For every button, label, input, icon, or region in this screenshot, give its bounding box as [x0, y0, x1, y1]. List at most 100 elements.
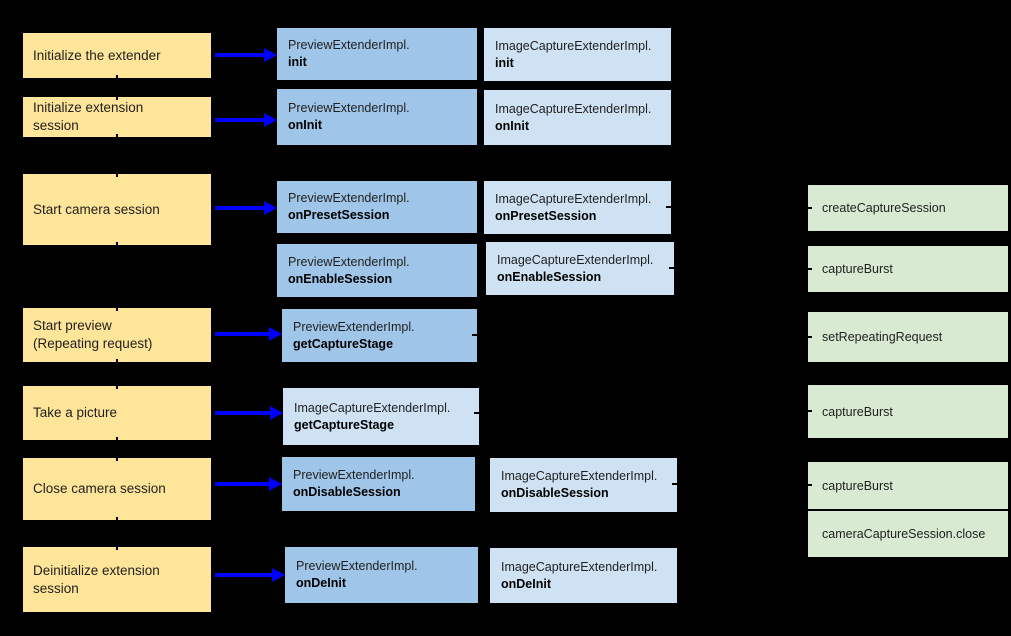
class-label: ImageCaptureExtenderImpl.	[495, 101, 652, 116]
step-initialize-extender: Initialize the extender	[23, 33, 211, 78]
step-start-camera-session: Start camera session	[23, 174, 211, 245]
step-label: session	[33, 118, 79, 133]
box-preview-getcapturestage: PreviewExtenderImpl. getCaptureStage	[282, 309, 477, 362]
connector-stub	[116, 517, 118, 523]
box-imagecapture-ondeinit: ImageCaptureExtenderImpl. onDeInit	[490, 548, 677, 603]
arrowhead-icon	[269, 477, 282, 491]
arrow-right-icon	[215, 568, 285, 582]
arrow-right-icon	[215, 406, 283, 420]
class-label: ImageCaptureExtenderImpl.	[495, 191, 652, 206]
api-label: cameraCaptureSession.close	[822, 527, 986, 541]
class-label: ImageCaptureExtenderImpl.	[497, 252, 654, 267]
connector-stub	[116, 544, 118, 550]
api-label: captureBurst	[822, 478, 893, 493]
box-camera2-captureburst-3: captureBurst	[808, 462, 1008, 509]
class-label: PreviewExtenderImpl.	[293, 468, 415, 482]
box-camera2-captureburst-2: captureBurst	[808, 385, 1008, 438]
connector-stub	[116, 455, 118, 461]
method-label: onPresetSession	[288, 208, 390, 222]
connector-stub	[116, 134, 118, 140]
arrowhead-icon	[264, 201, 277, 215]
step-label: Initialize the extender	[33, 47, 161, 63]
box-preview-onenablesession: PreviewExtenderImpl. onEnableSession	[277, 244, 477, 297]
class-label: ImageCaptureExtenderImpl.	[495, 38, 652, 53]
step-label: (Repeating request)	[33, 336, 153, 351]
arrowhead-icon	[269, 327, 282, 341]
arrowhead-icon	[270, 406, 283, 420]
step-close-camera-session: Close camera session	[23, 458, 211, 520]
arrow-right-icon	[215, 477, 282, 491]
box-camera2-setrepeatingrequest: setRepeatingRequest	[808, 312, 1008, 362]
arrow-right-icon	[215, 327, 282, 341]
connector-stub	[116, 359, 118, 365]
class-label: PreviewExtenderImpl.	[288, 191, 410, 205]
box-imagecapture-onpresetsession: ImageCaptureExtenderImpl. onPresetSessio…	[484, 181, 671, 234]
step-label: Start preview	[33, 318, 112, 333]
class-label: ImageCaptureExtenderImpl.	[294, 400, 451, 415]
box-imagecapture-onenablesession: ImageCaptureExtenderImpl. onEnableSessio…	[486, 242, 674, 295]
class-label: PreviewExtenderImpl.	[288, 101, 410, 115]
step-label: Close camera session	[33, 481, 166, 496]
method-label: getCaptureStage	[293, 336, 394, 351]
connector-stub	[669, 267, 675, 269]
box-imagecapture-init: ImageCaptureExtenderImpl. init	[484, 28, 671, 81]
method-label: onPresetSession	[495, 208, 597, 223]
arrowhead-icon	[272, 568, 285, 582]
connector-stub	[806, 268, 812, 270]
class-label: ImageCaptureExtenderImpl.	[501, 559, 658, 574]
method-label: onDeInit	[296, 576, 346, 590]
connector-stub	[666, 206, 672, 208]
box-preview-onpresetsession: PreviewExtenderImpl. onPresetSession	[277, 181, 477, 233]
connector-stub	[806, 410, 812, 412]
box-preview-init: PreviewExtenderImpl. init	[277, 28, 477, 80]
step-take-a-picture: Take a picture	[23, 386, 211, 440]
box-camera2-cameracapturesession-close: cameraCaptureSession.close	[808, 509, 1008, 557]
connector-stub	[806, 207, 812, 209]
method-label: getCaptureStage	[294, 417, 395, 432]
method-label: onDisableSession	[501, 486, 609, 500]
box-imagecapture-getcapturestage: ImageCaptureExtenderImpl. getCaptureStag…	[283, 388, 479, 445]
box-imagecapture-ondisablesession: ImageCaptureExtenderImpl. onDisableSessi…	[490, 458, 677, 512]
step-label: Start camera session	[33, 201, 160, 217]
box-preview-oninit: PreviewExtenderImpl. onInit	[277, 89, 477, 145]
box-camera2-createcapturesession: createCaptureSession	[808, 185, 1008, 231]
api-label: captureBurst	[822, 404, 893, 419]
method-label: onInit	[495, 118, 530, 133]
connector-stub	[472, 334, 478, 336]
connector-stub	[116, 383, 118, 389]
step-deinitialize-extension-session: Deinitialize extension session	[23, 547, 211, 612]
class-label: PreviewExtenderImpl.	[293, 319, 415, 334]
class-label: PreviewExtenderImpl.	[288, 38, 410, 52]
connector-stub	[116, 242, 118, 248]
connector-stub	[806, 484, 812, 486]
connector-stub	[116, 171, 118, 177]
method-label: onDisableSession	[293, 485, 401, 499]
api-label: createCaptureSession	[822, 201, 946, 215]
connector-stub	[116, 305, 118, 311]
step-label: Deinitialize extension	[33, 562, 160, 578]
connector-stub	[116, 94, 118, 100]
method-label: onEnableSession	[497, 269, 602, 284]
step-initialize-extension-session: Initialize extension session	[23, 97, 211, 137]
box-preview-ondeinit: PreviewExtenderImpl. onDeInit	[285, 547, 478, 603]
step-start-preview: Start preview (Repeating request)	[23, 308, 211, 362]
method-label: init	[288, 55, 307, 69]
step-label: session	[33, 580, 79, 596]
box-camera2-captureburst-1: captureBurst	[808, 246, 1008, 292]
arrow-right-icon	[215, 113, 277, 127]
method-label: init	[495, 55, 514, 70]
arrowhead-icon	[264, 113, 277, 127]
connector-stub	[116, 437, 118, 443]
connector-stub	[672, 483, 678, 485]
arrow-right-icon	[215, 201, 277, 215]
api-label: setRepeatingRequest	[822, 330, 943, 344]
step-label: Take a picture	[33, 405, 118, 420]
arrowhead-icon	[264, 48, 277, 62]
box-imagecapture-oninit: ImageCaptureExtenderImpl. onInit	[484, 90, 671, 145]
arrow-right-icon	[215, 48, 277, 62]
step-label: Initialize extension	[33, 100, 144, 115]
method-label: onDeInit	[501, 576, 551, 591]
connector-stub	[806, 336, 812, 338]
api-label: captureBurst	[822, 262, 893, 276]
connector-stub	[116, 75, 118, 81]
